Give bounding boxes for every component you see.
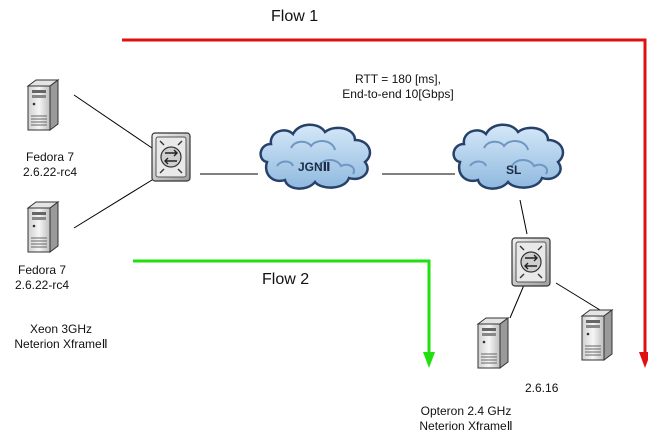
cloud-jgn-label: JGNⅡ xyxy=(298,160,331,174)
network-links xyxy=(73,94,601,319)
link-switch-host3 xyxy=(509,284,525,319)
server-tower-icon xyxy=(27,79,59,131)
receiver-hardware-label: Opteron 2.4 GHz Neterion XframeⅡ xyxy=(404,404,528,434)
sender-hardware-label: Xeon 3GHz Neterion XframeⅡ xyxy=(6,322,116,352)
receiver-nic: Neterion XframeⅡ xyxy=(419,419,513,433)
network-switch-icon xyxy=(511,237,551,287)
network-cloud-icon xyxy=(259,123,372,190)
network-cloud-icon xyxy=(452,123,565,190)
server-tower-icon xyxy=(477,317,509,369)
link-host2-switch xyxy=(73,179,153,229)
host-os: Fedora 7 xyxy=(25,150,75,164)
receiver-cpu: Opteron 2.4 GHz xyxy=(420,404,512,418)
link-info: RTT = 180 [ms], End-to-end 10[Gbps] xyxy=(318,72,478,102)
host-bottom-left-label: Fedora 7 2.6.22-rc4 xyxy=(10,263,74,293)
server-tower-icon xyxy=(27,201,59,253)
host-kernel: 2.6.22-rc4 xyxy=(22,165,78,179)
host-os: Fedora 7 xyxy=(17,263,67,277)
flow1-label: Flow 1 xyxy=(271,8,319,25)
network-switch-icon xyxy=(151,132,191,182)
sender-nic: Neterion XframeⅡ xyxy=(14,337,108,351)
link-host1-switch xyxy=(73,94,153,149)
host-right-kernel: 2.6.16 xyxy=(525,381,559,395)
rtt-label: RTT = 180 [ms], xyxy=(355,72,441,86)
flow2-arrow xyxy=(133,259,435,368)
host-kernel: 2.6.22-rc4 xyxy=(14,278,70,292)
link-sl-switch xyxy=(519,199,528,235)
server-tower-icon xyxy=(581,309,613,361)
cloud-sl-label: SL xyxy=(506,163,522,177)
sender-cpu: Xeon 3GHz xyxy=(29,322,93,336)
host-top-left-label: Fedora 7 2.6.22-rc4 xyxy=(18,150,82,180)
flow2-label: Flow 2 xyxy=(262,271,310,288)
bandwidth-label: End-to-end 10[Gbps] xyxy=(342,87,454,101)
link-switch-host4 xyxy=(555,282,601,311)
flow1-arrow xyxy=(122,38,648,368)
